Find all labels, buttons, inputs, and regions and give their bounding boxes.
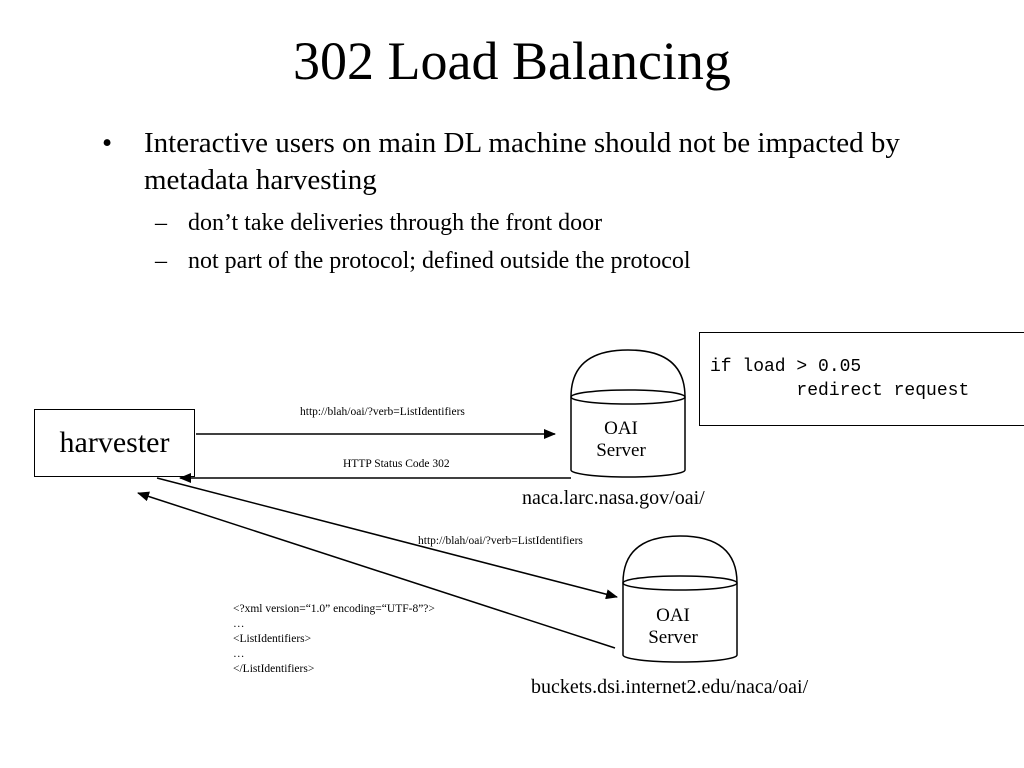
server-1-host: naca.larc.nasa.gov/oai/	[522, 487, 705, 509]
sub-bullet-dash: –	[155, 210, 167, 236]
request-2-label: http://blah/oai/?verb=ListIdentifiers	[418, 535, 583, 547]
oai-server-1-label: OAI Server	[566, 418, 676, 462]
bullet-list: • Interactive users on main DL machine s…	[100, 125, 960, 283]
request-arrow-2	[156, 477, 618, 600]
xml-line: <ListIdentifiers>	[233, 633, 312, 645]
sub-bullet-text: not part of the protocol; defined outsid…	[188, 248, 691, 274]
harvester-label: harvester	[59, 426, 170, 459]
code-line: if load > 0.05	[710, 357, 862, 377]
bullet-dot: •	[102, 127, 113, 159]
oai-server-1-shape	[570, 349, 686, 478]
server-label-line: Server	[648, 627, 698, 648]
code-line: redirect request	[710, 381, 970, 401]
server-2-host: buckets.dsi.internet2.edu/naca/oai/	[531, 676, 809, 698]
oai-server-2-label: OAI Server	[618, 605, 728, 649]
oai-server-2-shape	[622, 535, 738, 663]
xml-line: …	[233, 618, 245, 630]
xml-line: </ListIdentifiers>	[233, 663, 315, 675]
sub-bullet: – don’t take deliveries through the fron…	[100, 207, 960, 239]
request-1-label: http://blah/oai/?verb=ListIdentifiers	[300, 406, 465, 418]
xml-line: …	[233, 648, 245, 660]
xml-line: <?xml version=“1.0” encoding=“UTF-8”?>	[233, 603, 435, 615]
sub-bullet-dash: –	[155, 248, 167, 274]
sub-bullet-text: don’t take deliveries through the front …	[188, 210, 603, 236]
redirect-label: HTTP Status Code 302	[343, 458, 450, 470]
server-label-line: Server	[596, 440, 646, 461]
harvester-box: harvester	[34, 409, 195, 477]
server-label-line: OAI	[656, 605, 690, 626]
slide-title: 302 Load Balancing	[293, 31, 731, 91]
server-label-line: OAI	[604, 418, 638, 439]
sub-bullet: – not part of the protocol; defined outs…	[100, 245, 960, 277]
xml-response: <?xml version=“1.0” encoding=“UTF-8”?> ……	[233, 602, 435, 677]
bullet-main: • Interactive users on main DL machine s…	[100, 125, 960, 199]
sub-bullet-list: – don’t take deliveries through the fron…	[100, 207, 960, 277]
response-arrow-2	[137, 491, 616, 649]
bullet-main-text: Interactive users on main DL machine sho…	[144, 127, 900, 196]
load-rule-box: if load > 0.05 redirect request	[699, 332, 1024, 426]
